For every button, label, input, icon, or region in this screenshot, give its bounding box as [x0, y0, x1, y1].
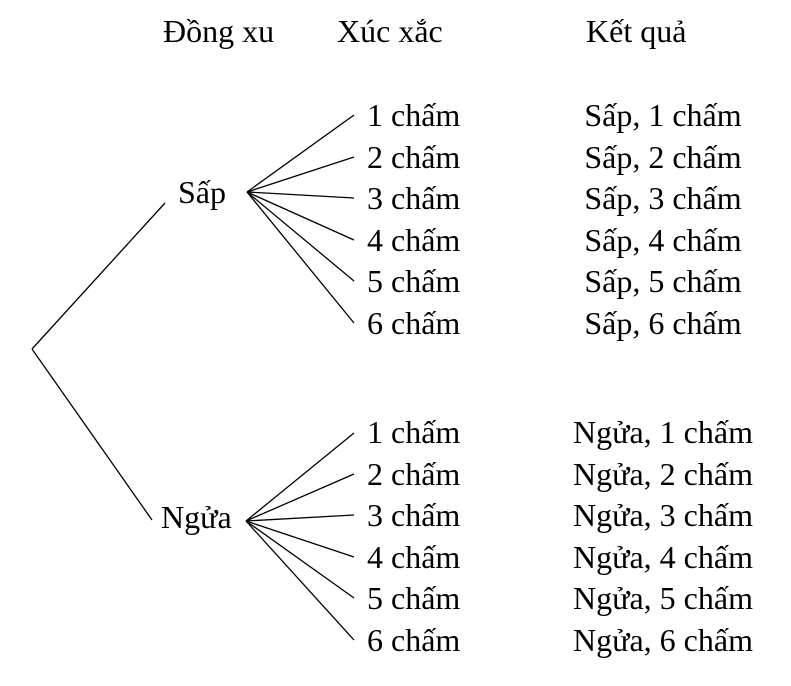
column-header-result: Kết quả	[586, 13, 687, 49]
outcome-label: Ngửa, 2 chấm	[573, 456, 753, 492]
dice-node: 2 chấm	[367, 456, 461, 492]
dice-node: 3 chấm	[367, 497, 461, 533]
branch-line-sap-2	[246, 156, 355, 193]
outcome-label: Sấp, 1 chấm	[584, 97, 742, 133]
dice-node: 5 chấm	[367, 263, 461, 299]
outcome-label: Ngửa, 3 chấm	[573, 497, 753, 533]
branch-line-sap-1	[246, 114, 355, 193]
outcome-label: Sấp, 5 chấm	[584, 263, 742, 299]
branch-line-sap-5	[246, 191, 355, 282]
column-header-dice: Xúc xắc	[337, 13, 443, 49]
branch-line-root-ngua	[31, 348, 153, 521]
outcome-label: Sấp, 3 chấm	[584, 180, 742, 216]
coin-node-ngua: Ngửa	[161, 499, 232, 535]
branch-line-sap-3	[246, 191, 355, 199]
branch-line-sap-6	[246, 191, 355, 324]
branch-line-ngua-1	[245, 432, 355, 522]
branch-line-sap-4	[246, 191, 355, 241]
outcome-label: Ngửa, 1 chấm	[573, 414, 753, 450]
dice-node: 6 chấm	[367, 622, 461, 658]
outcome-label: Sấp, 6 chấm	[584, 305, 742, 341]
outcome-label: Sấp, 4 chấm	[584, 222, 742, 258]
branch-line-ngua-5	[245, 520, 355, 599]
dice-node: 3 chấm	[367, 180, 461, 216]
branch-line-ngua-4	[245, 520, 355, 558]
branch-line-ngua-6	[245, 520, 355, 641]
branch-line-ngua-2	[245, 473, 355, 522]
dice-node: 4 chấm	[367, 222, 461, 258]
coin-node-sap: Sấp	[178, 174, 226, 210]
dice-node: 1 chấm	[367, 414, 461, 450]
outcome-label: Ngửa, 5 chấm	[573, 580, 753, 616]
outcome-label: Ngửa, 4 chấm	[573, 539, 753, 575]
dice-node: 5 chấm	[367, 580, 461, 616]
branch-line-root-sap	[31, 202, 166, 350]
dice-node: 4 chấm	[367, 539, 461, 575]
branch-line-ngua-3	[245, 514, 355, 522]
dice-node: 1 chấm	[367, 97, 461, 133]
outcome-label: Sấp, 2 chấm	[584, 139, 742, 175]
outcome-label: Ngửa, 6 chấm	[573, 622, 753, 658]
column-header-coin: Đồng xu	[163, 13, 275, 49]
dice-node: 6 chấm	[367, 305, 461, 341]
dice-node: 2 chấm	[367, 139, 461, 175]
